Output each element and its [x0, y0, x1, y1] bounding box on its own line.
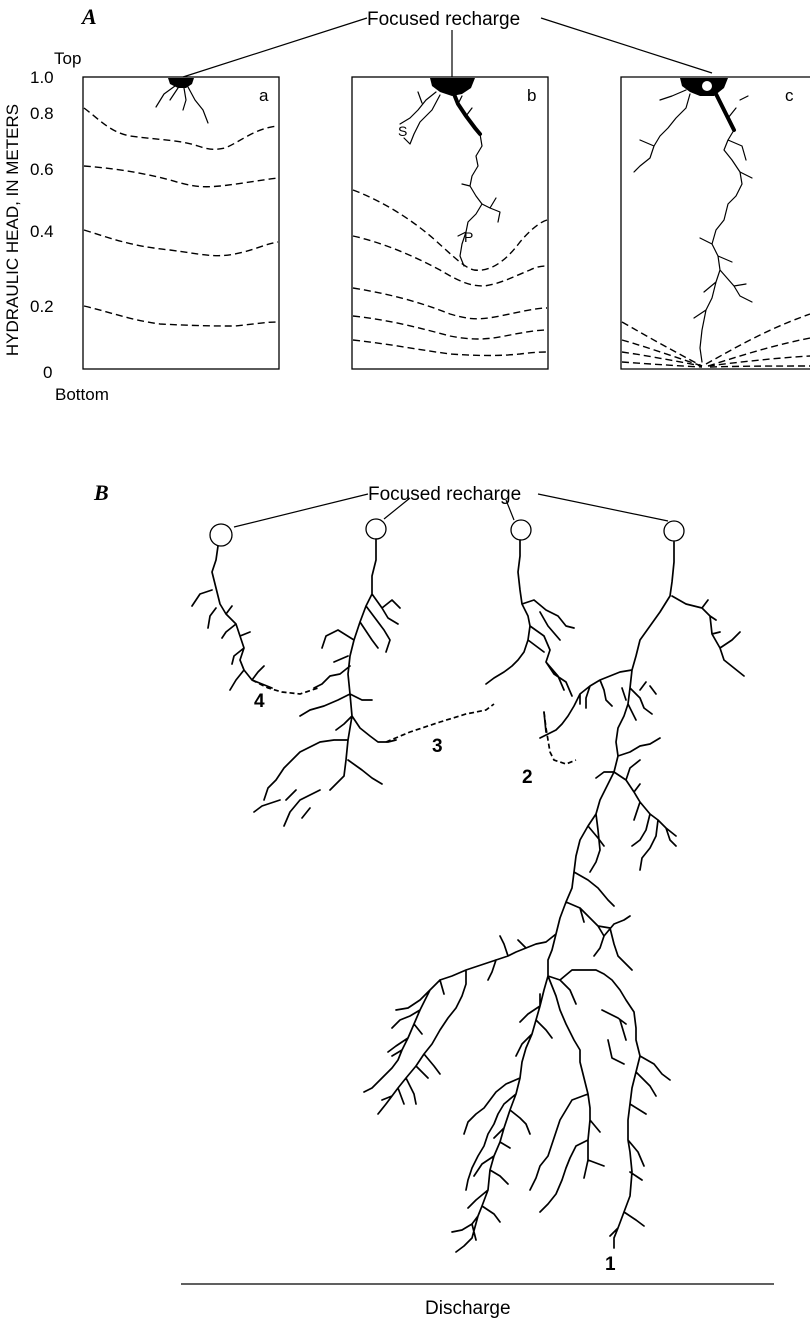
panel-a: A Focused recharge HYDRAULIC HEAD, IN ME…: [3, 4, 810, 404]
recharge-blob-a: [168, 78, 194, 88]
conduit-network-3: [485, 539, 575, 733]
subpanel-a-label: a: [259, 86, 269, 105]
top-label: Top: [54, 49, 81, 68]
conduit-network-2: [253, 538, 401, 827]
path-label-3: 3: [432, 736, 443, 757]
contour-b-5: [352, 339, 548, 357]
subpanel-c: c: [620, 76, 810, 370]
contour-a-0-4: [83, 229, 279, 257]
contour-c-7: [707, 355, 810, 367]
y-axis-label: HYDRAULIC HEAD, IN METERS: [3, 104, 22, 356]
panel-b-recharge-label: Focused recharge: [368, 484, 521, 505]
connection-4: [251, 679, 319, 695]
subpanel-c-frame: [620, 76, 810, 370]
tick-0-6: 0.6: [30, 160, 54, 179]
contour-c-6: [707, 337, 810, 367]
discharge-label: Discharge: [425, 1298, 511, 1319]
contour-b-2: [352, 235, 548, 287]
panel-a-letter: A: [80, 4, 97, 29]
recharge-blob-b: [430, 78, 475, 96]
conduit-c-main: [714, 92, 736, 132]
b-leader-1: [233, 493, 369, 528]
tick-1-0: 1.0: [30, 68, 54, 87]
contour-a-0-6: [83, 165, 279, 188]
path-label-4: 4: [254, 691, 265, 712]
tick-0-8: 0.8: [30, 104, 54, 123]
contour-c-8: [709, 365, 810, 368]
subpanel-b: b S P: [351, 76, 549, 370]
contour-c-4: [621, 361, 703, 368]
contour-b-3: [352, 287, 548, 320]
contour-b-4: [352, 315, 548, 340]
bottom-label: Bottom: [55, 385, 109, 404]
b-leader-3: [505, 499, 515, 521]
conduit-b-branches: [399, 91, 501, 267]
connection-2: [543, 711, 577, 765]
recharge-leader-a: [182, 17, 368, 78]
tick-0-4: 0.4: [30, 222, 54, 241]
subpanel-a-frame: [82, 76, 280, 370]
conduit-network-4: [363, 541, 745, 1253]
contour-c-1: [621, 321, 703, 367]
conduit-c-branches: [633, 89, 753, 363]
panel-b-letter: B: [93, 480, 109, 505]
annotation-s: S: [398, 123, 407, 139]
recharge-leader-c: [540, 17, 713, 74]
path-label-2: 2: [522, 767, 533, 788]
recharge-node-1: [209, 523, 233, 547]
annotation-p: P: [464, 229, 473, 245]
recharge-blob-c-hole: [702, 81, 712, 91]
connection-3: [385, 703, 495, 743]
panel-b: B Focused recharge 4 3 2 1 Discharge: [93, 480, 774, 1319]
contour-c-5: [705, 313, 810, 365]
recharge-node-4: [663, 520, 685, 542]
b-leader-4: [537, 493, 669, 522]
contour-a-0-2: [83, 305, 279, 327]
b-leader-2: [383, 497, 411, 520]
subpanel-c-label: c: [785, 86, 794, 105]
tick-0: 0: [43, 363, 52, 382]
contour-a-0-8: [83, 107, 279, 151]
contour-b-1: [352, 189, 548, 271]
subpanel-a: a: [82, 76, 280, 370]
subpanel-b-frame: [351, 76, 549, 370]
conduit-network-1: [191, 545, 273, 691]
path-label-1: 1: [605, 1254, 616, 1275]
tick-0-2: 0.2: [30, 297, 54, 316]
conduit-a: [155, 85, 209, 124]
recharge-node-2: [365, 518, 387, 540]
subpanel-b-label: b: [527, 86, 536, 105]
recharge-node-3: [510, 519, 532, 541]
panel-a-recharge-label: Focused recharge: [367, 9, 520, 30]
